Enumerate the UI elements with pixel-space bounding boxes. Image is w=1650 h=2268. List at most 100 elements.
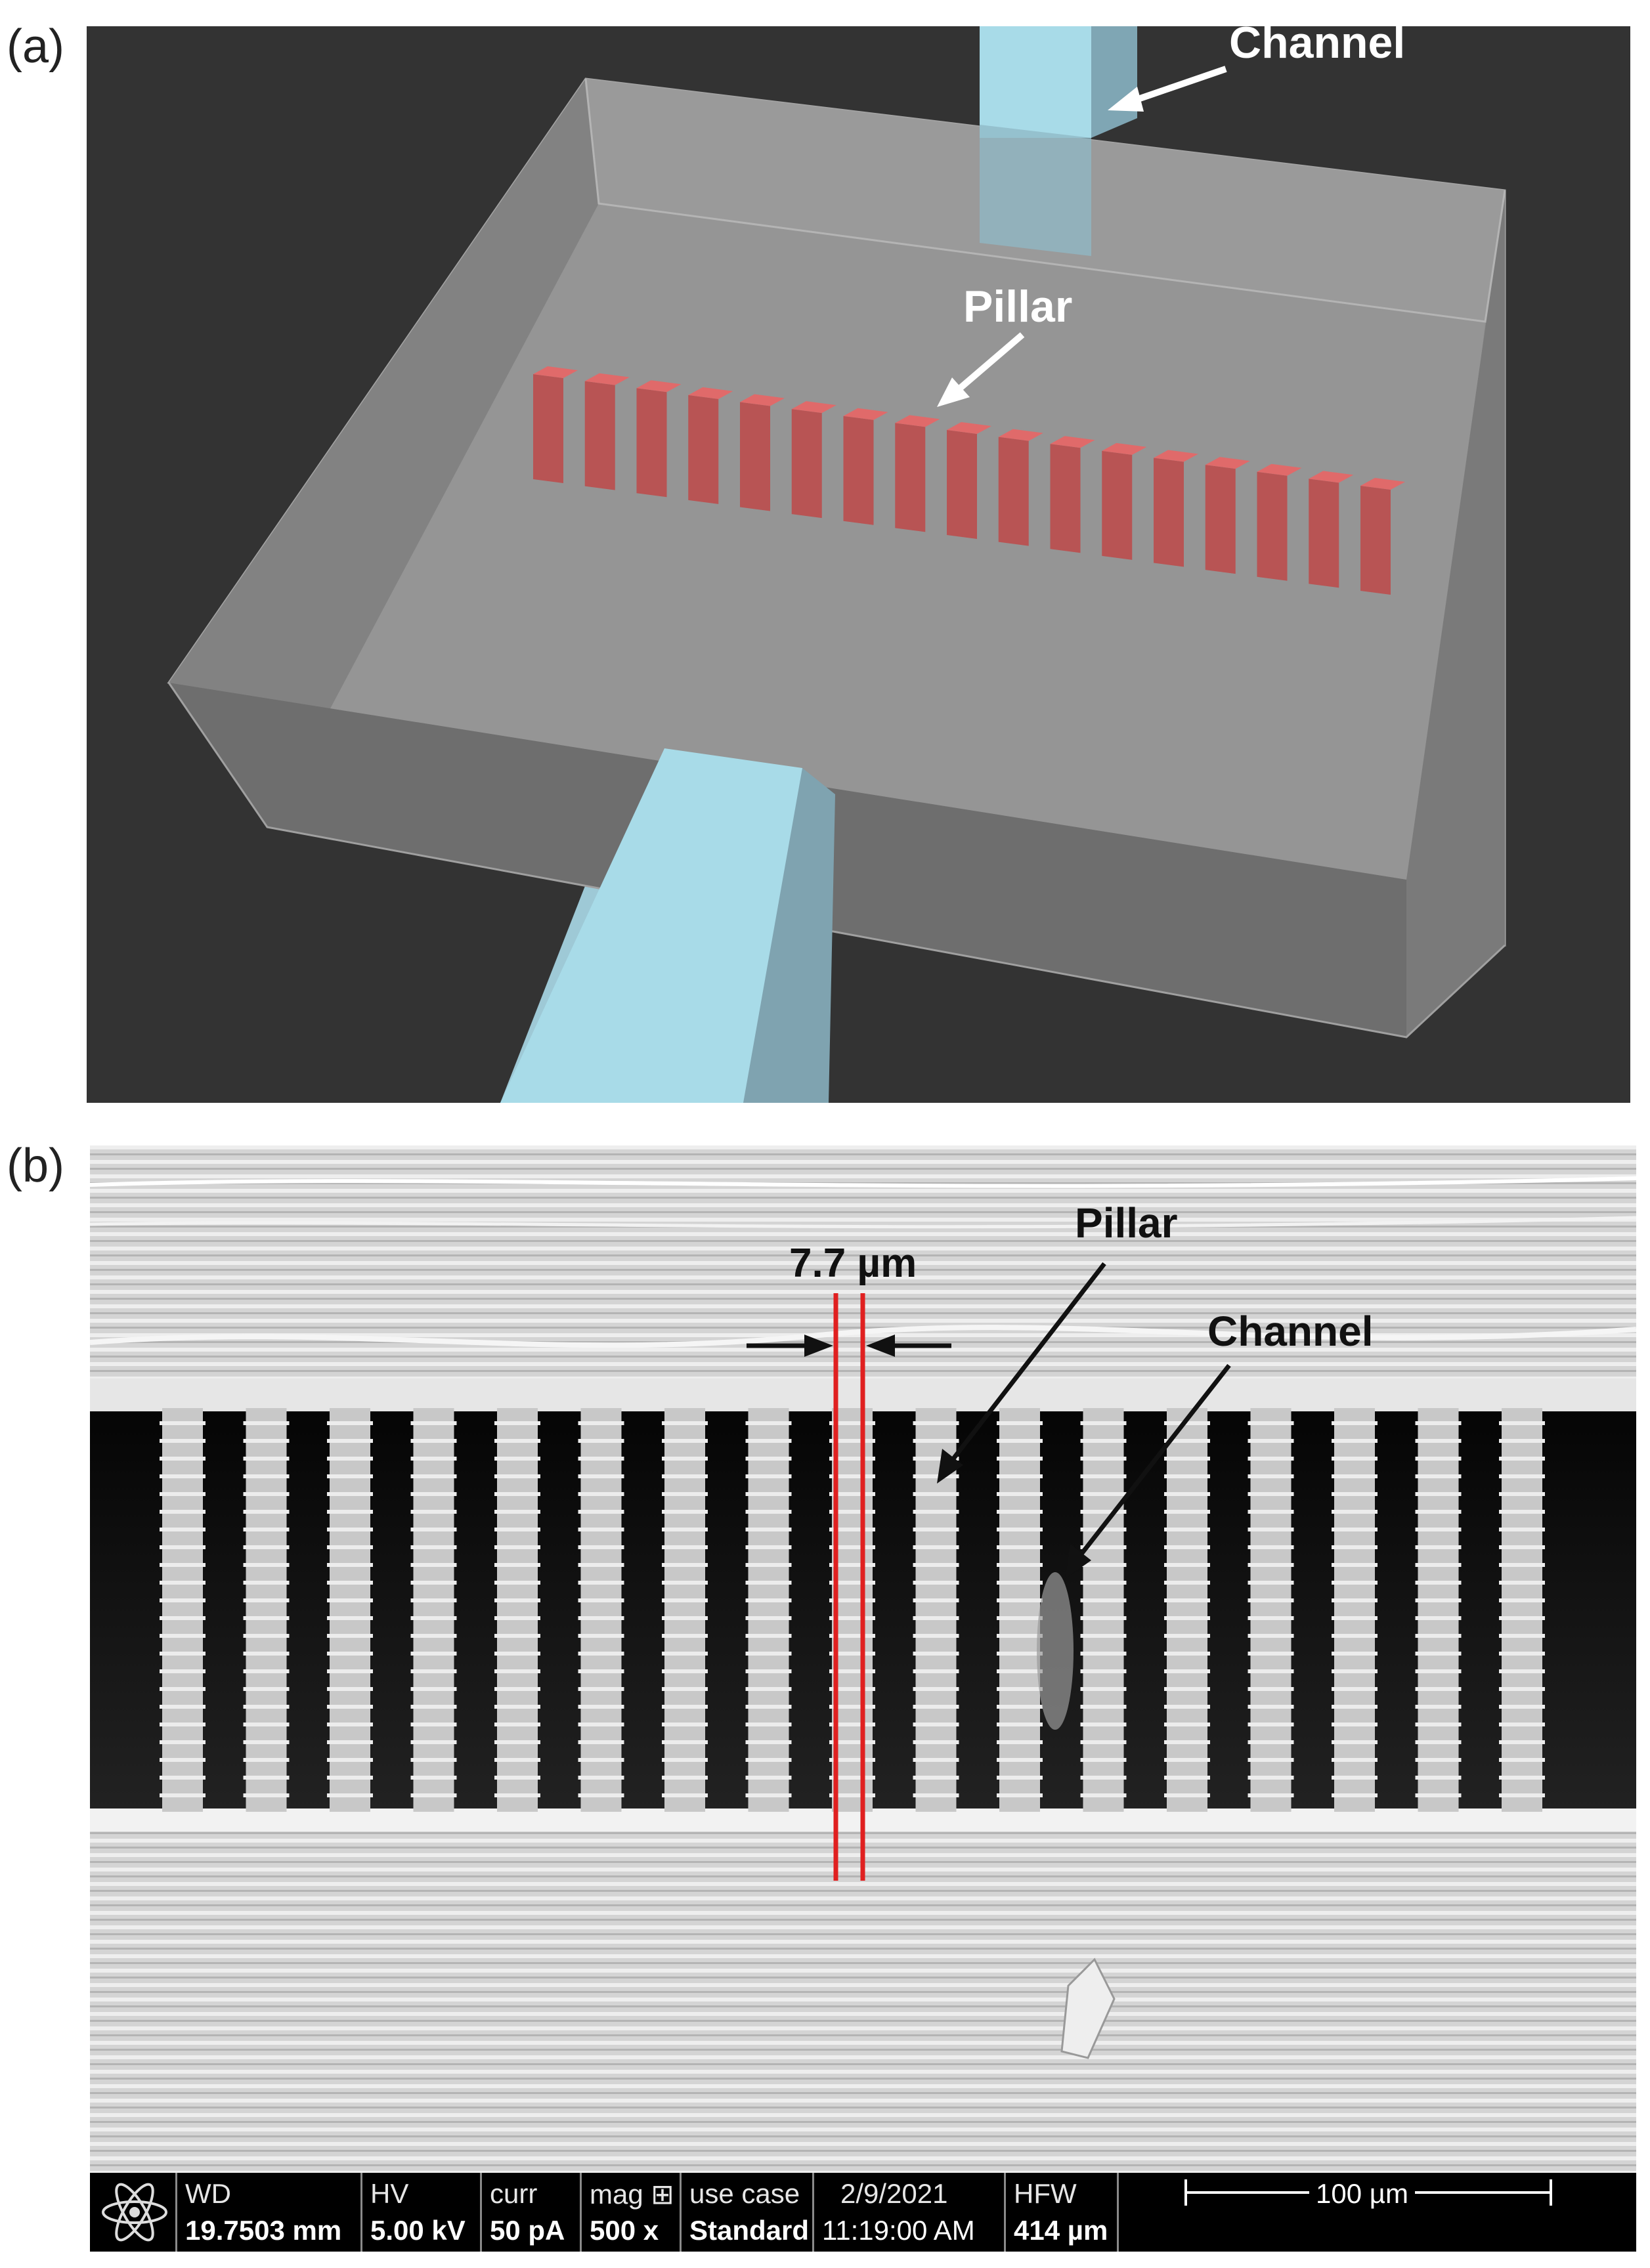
pillar-sem-ridge	[913, 1793, 959, 1797]
pillar-3d	[843, 416, 874, 525]
pillar-sem-ridge	[1164, 1581, 1210, 1585]
pillar-sem-ridge	[1499, 1634, 1545, 1638]
pillar-sem-ridge	[410, 1528, 457, 1531]
pillar-sem-ridge	[662, 1722, 708, 1726]
pillar-sem-ridge	[578, 1492, 624, 1496]
pillar-sem-ridge	[160, 1793, 206, 1797]
pillar-sem-ridge	[829, 1563, 875, 1567]
pillar-sem-ridge	[1080, 1758, 1127, 1762]
pillar-arrow-a	[951, 332, 1025, 396]
pillar-sem-ridge	[160, 1758, 206, 1762]
pillar-sem-ridge	[1164, 1439, 1210, 1443]
pillar-sem-ridge	[1332, 1740, 1378, 1744]
pillar-sem-ridge	[160, 1421, 206, 1425]
pillar-sem-ridge	[494, 1421, 540, 1425]
pillar-sem-ridge	[327, 1421, 373, 1425]
pillar-sem-ridge	[1248, 1616, 1294, 1620]
pillar-sem-ridge	[1415, 1510, 1462, 1514]
pillar-sem-ridge	[1248, 1492, 1294, 1496]
pillar-sem-ridge	[327, 1474, 373, 1478]
pillar-sem-ridge	[913, 1581, 959, 1585]
pillar-sem-ridge	[913, 1510, 959, 1514]
info-key: HFW	[1014, 2178, 1077, 2209]
pillar-sem-ridge	[494, 1740, 540, 1744]
panel-b-label: (b)	[7, 1140, 64, 1192]
pillar-sem-ridge	[578, 1740, 624, 1744]
pillar-sem-ridge	[829, 1669, 875, 1673]
info-field-hfw: HFW 414 µm	[1004, 2173, 1116, 2252]
pillar-sem-ridge	[494, 1581, 540, 1585]
pillar-sem-ridge	[745, 1758, 792, 1762]
pillar-sem	[664, 1408, 705, 1812]
pillar-sem-ridge	[243, 1758, 290, 1762]
pillar-sem-ridge	[410, 1563, 457, 1567]
pillar-sem-ridge	[745, 1563, 792, 1567]
pillar-sem-ridge	[410, 1740, 457, 1744]
pillar-sem-ridge	[1164, 1687, 1210, 1691]
pillar-sem-ridge	[1248, 1705, 1294, 1709]
pillar-sem-ridge	[410, 1421, 457, 1425]
pillar-sem-ridge	[327, 1705, 373, 1709]
pillar-sem-ridge	[160, 1598, 206, 1602]
pillar-sem-ridge	[1499, 1581, 1545, 1585]
pillar-sem-ridge	[160, 1687, 206, 1691]
pillar-3d-top	[584, 373, 630, 385]
pillar-sem-ridge	[1415, 1474, 1462, 1478]
inlet-channel-side	[1091, 26, 1137, 138]
pillar-sem-ridge	[745, 1510, 792, 1514]
pillar-sem-ridge	[160, 1563, 206, 1567]
pillar-sem-ridge	[494, 1598, 540, 1602]
pillar-sem-ridge	[410, 1457, 457, 1461]
inlet-channel	[980, 26, 1091, 138]
pillar-sem-ridge	[494, 1634, 540, 1638]
pillar-row-3d	[533, 366, 1405, 595]
pillar-sem-ridge	[1080, 1793, 1127, 1797]
pillar-sem-ridge	[1080, 1616, 1127, 1620]
pillar-sem-ridge	[1164, 1510, 1210, 1514]
pillar-sem-ridge	[494, 1669, 540, 1673]
pillar-sem-ridge	[745, 1705, 792, 1709]
pillar-3d	[1360, 486, 1391, 595]
pillar-sem-ridge	[745, 1528, 792, 1531]
width-measure-label: 7.7 µm	[789, 1241, 917, 1286]
pillar-sem-ridge	[494, 1722, 540, 1726]
pillar-sem-ridge	[913, 1652, 959, 1656]
pillar-sem-ridge	[1499, 1510, 1545, 1514]
pillar-sem-ridge	[913, 1545, 959, 1549]
pillar-sem-ridge	[327, 1563, 373, 1567]
pillar-sem-ridge	[1332, 1652, 1378, 1656]
pillar-sem-ridge	[1080, 1776, 1127, 1780]
pillar-sem-ridge	[1415, 1758, 1462, 1762]
pillar-sem-ridge	[578, 1510, 624, 1514]
pillar-sem-ridge	[662, 1439, 708, 1443]
pillar-sem-ridge	[1415, 1705, 1462, 1709]
pillar-sem-ridge	[1499, 1457, 1545, 1461]
pillar-sem-ridge	[1164, 1563, 1210, 1567]
pillar-sem-ridge	[745, 1740, 792, 1744]
pillar-sem-ridge	[494, 1616, 540, 1620]
pillar-sem-ridge	[494, 1492, 540, 1496]
pillar-sem-ridge	[327, 1457, 373, 1461]
pillar-sem-ridge	[243, 1740, 290, 1744]
pillar-sem-ridge	[1332, 1758, 1378, 1762]
pillar-sem-ridge	[578, 1616, 624, 1620]
pillar-sem-ridge	[1499, 1492, 1545, 1496]
pillar-sem-ridge	[160, 1652, 206, 1656]
pillar-sem	[162, 1408, 203, 1812]
pillar-sem-ridge	[913, 1457, 959, 1461]
pillar-sem	[1167, 1408, 1207, 1812]
channel-arrow-b	[1073, 1363, 1231, 1564]
pillar-sem-ridge	[1080, 1421, 1127, 1425]
pillar-sem-ridge	[829, 1545, 875, 1549]
pillar-sem-ridge	[494, 1510, 540, 1514]
pillar-sem-ridge	[997, 1474, 1043, 1478]
pillar-3d	[533, 374, 563, 483]
pillar-sem-ridge	[578, 1776, 624, 1780]
pillar-sem-ridge	[327, 1528, 373, 1531]
pillar-sem-ridge	[829, 1492, 875, 1496]
info-key: HV	[370, 2178, 409, 2209]
pillar-sem-ridge	[327, 1510, 373, 1514]
pillar-sem-ridge	[160, 1510, 206, 1514]
pillar-3d-top	[1309, 471, 1354, 483]
pillar-sem-ridge	[1332, 1705, 1378, 1709]
